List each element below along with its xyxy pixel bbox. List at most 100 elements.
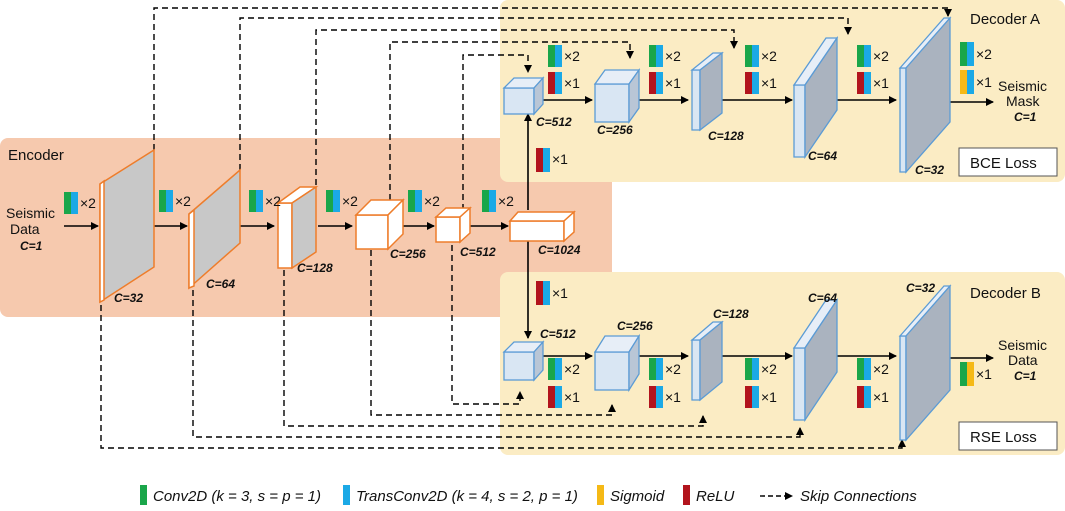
svg-text:×1: ×1 (873, 75, 889, 91)
svg-text:×2: ×2 (761, 48, 777, 64)
enc-op-1 (64, 192, 78, 214)
svg-text:×2: ×2 (564, 361, 580, 377)
legend: Conv2D (k = 3, s = p = 1) TransConv2D (k… (140, 485, 917, 505)
svg-text:C=1024: C=1024 (538, 243, 581, 257)
relu-op-a (536, 148, 550, 172)
svg-text:C=64: C=64 (206, 277, 235, 291)
svg-text:C=32: C=32 (114, 291, 143, 305)
decoder-b-block-256 (593, 333, 641, 393)
svg-text:RSE Loss: RSE Loss (970, 429, 1037, 446)
deca-op-3 (745, 45, 759, 94)
decb-op-out (960, 362, 974, 386)
encoder-block-128 (275, 185, 319, 270)
encoder-block-32 (99, 148, 155, 304)
encoder-channel-labels: C=32 C=64 C=128 C=256 C=512 C=1024 (114, 243, 581, 305)
svg-text:C=512: C=512 (460, 245, 496, 259)
svg-text:×1: ×1 (761, 389, 777, 405)
svg-text:×1: ×1 (564, 75, 580, 91)
multipliers: ×2 ×2 ×2 ×2 ×2 ×2 ×1 ×1 ×2 ×1 ×2 ×1 ×2 ×… (80, 46, 992, 405)
op-badges (64, 42, 974, 408)
encoder-block-64 (188, 168, 241, 290)
output-b-label: Seismic Data C=1 (998, 337, 1047, 383)
decoder-a-block-128 (690, 51, 724, 132)
decb-op-3 (745, 358, 759, 408)
svg-text:×2: ×2 (873, 361, 889, 377)
svg-text:Seismic: Seismic (6, 205, 55, 221)
legend-trans: TransConv2D (k = 4, s = 2, p = 1) (343, 485, 578, 505)
svg-text:Conv2D (k = 3, s = p = 1): Conv2D (k = 3, s = p = 1) (153, 488, 321, 505)
svg-text:C=1: C=1 (20, 239, 43, 253)
svg-text:×2: ×2 (175, 193, 191, 209)
legend-sigmoid: Sigmoid (597, 485, 665, 505)
svg-text:×2: ×2 (265, 193, 281, 209)
svg-text:C=256: C=256 (597, 123, 633, 137)
svg-text:×2: ×2 (873, 48, 889, 64)
decoder-a-block-32 (898, 16, 952, 174)
decoder-a-block-512 (502, 76, 545, 116)
flow-arrows (64, 96, 994, 362)
decb-op-1 (548, 358, 562, 408)
deca-op-out (960, 42, 974, 94)
enc-op-6 (482, 190, 496, 212)
decoder-a-title: Decoder A (970, 11, 1040, 28)
decoder-b-title: Decoder B (970, 285, 1041, 302)
decoder-b-block-512 (502, 340, 545, 382)
enc-op-3 (249, 190, 263, 212)
enc-op-5 (408, 190, 422, 212)
svg-text:C=32: C=32 (906, 281, 935, 295)
svg-text:C=512: C=512 (540, 327, 576, 341)
svg-text:TransConv2D (k = 4, s = 2, p =: TransConv2D (k = 4, s = 2, p = 1) (356, 488, 578, 505)
svg-text:×1: ×1 (873, 389, 889, 405)
decoder-b-block-32 (898, 284, 952, 442)
svg-text:×2: ×2 (80, 195, 96, 211)
svg-text:Skip Connections: Skip Connections (800, 488, 917, 505)
svg-text:×1: ×1 (976, 366, 992, 382)
deca-op-4 (857, 45, 871, 94)
svg-text:C=128: C=128 (713, 307, 749, 321)
svg-text:×2: ×2 (498, 193, 514, 209)
legend-conv: Conv2D (k = 3, s = p = 1) (140, 485, 321, 505)
decoder-b-block-64 (792, 297, 839, 423)
legend-relu: ReLU (683, 485, 735, 505)
svg-text:×2: ×2 (761, 361, 777, 377)
svg-text:C=64: C=64 (808, 149, 837, 163)
svg-text:Data: Data (1008, 352, 1038, 368)
svg-text:Sigmoid: Sigmoid (610, 488, 665, 505)
decoder-a-block-64 (792, 35, 839, 160)
decb-op-4 (857, 358, 871, 408)
svg-text:Data: Data (10, 221, 40, 237)
svg-text:C=1: C=1 (1014, 369, 1037, 383)
svg-text:×1: ×1 (552, 285, 568, 301)
input-label: Seismic Data C=1 (6, 205, 55, 253)
deca-op-2 (649, 45, 663, 94)
svg-text:Seismic: Seismic (998, 337, 1047, 353)
svg-text:ReLU: ReLU (696, 488, 735, 505)
encoder-title: Encoder (8, 147, 64, 164)
svg-text:C=128: C=128 (708, 129, 744, 143)
svg-text:×2: ×2 (564, 48, 580, 64)
svg-text:C=128: C=128 (297, 261, 333, 275)
encoder-blocks (99, 148, 576, 304)
svg-text:×2: ×2 (665, 361, 681, 377)
svg-text:×1: ×1 (665, 389, 681, 405)
svg-text:×1: ×1 (976, 74, 992, 90)
decoder-a-blocks (502, 16, 952, 174)
svg-text:BCE Loss: BCE Loss (970, 155, 1037, 172)
decoder-b-block-128 (690, 320, 724, 402)
svg-text:C=256: C=256 (617, 319, 653, 333)
bce-loss-box: BCE Loss (958, 147, 1058, 177)
output-a-label: Seismic Mask C=1 (998, 78, 1047, 124)
encoder-block-256 (354, 198, 405, 251)
svg-text:×1: ×1 (552, 151, 568, 167)
decoder-b-blocks (502, 284, 952, 442)
svg-text:×1: ×1 (761, 75, 777, 91)
enc-op-2 (159, 190, 173, 212)
deca-op-1 (548, 45, 562, 94)
decoder-a-block-256 (593, 67, 641, 125)
svg-text:C=32: C=32 (915, 163, 944, 177)
svg-text:C=256: C=256 (390, 247, 426, 261)
svg-text:×2: ×2 (665, 48, 681, 64)
svg-text:×1: ×1 (564, 389, 580, 405)
svg-text:Mask: Mask (1006, 93, 1040, 109)
skip-connections (100, 7, 952, 449)
